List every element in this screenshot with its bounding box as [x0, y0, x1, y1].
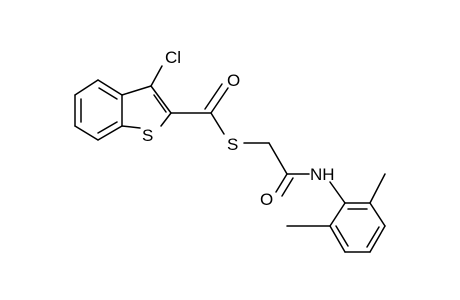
- bond: [160, 112, 172, 127]
- double-bond-inner: [153, 94, 167, 113]
- bond: [97, 125, 123, 141]
- bond: [329, 181, 346, 204]
- double-bond-inner: [98, 87, 118, 100]
- amide-double-bond: [281, 177, 294, 197]
- bond: [121, 125, 141, 129]
- bond: [369, 202, 386, 227]
- c-cl-bond: [150, 65, 163, 87]
- bond: [74, 79, 99, 96]
- bond: [121, 85, 152, 96]
- benzothiophene-thiophene-ring: [121, 85, 172, 129]
- amide-double-bond: [275, 173, 288, 193]
- dimethylphenyl-ring: [329, 202, 386, 253]
- double-bond-inner: [366, 226, 380, 248]
- thioester-sulfur-label: S: [227, 135, 238, 154]
- double-bond-inner: [97, 121, 118, 134]
- thioester-oxygen-label: O: [227, 71, 240, 90]
- double-bond-inner: [335, 225, 349, 247]
- carbonyl-double-bond: [210, 87, 229, 114]
- bond: [329, 202, 346, 227]
- methyl-bond-top: [369, 173, 386, 204]
- bond: [74, 125, 99, 141]
- bond: [329, 225, 346, 253]
- ring-sulfur-label: S: [142, 126, 153, 145]
- bond: [210, 112, 225, 135]
- bond: [369, 225, 386, 253]
- carbonyl-double-bond: [204, 83, 223, 110]
- chlorine-label: Cl: [165, 48, 181, 67]
- bond: [268, 142, 288, 175]
- amide-nitrogen-label: NH: [310, 165, 335, 184]
- bond: [97, 79, 123, 96]
- amide-oxygen-label: O: [260, 190, 273, 209]
- benzothiophene-benzene-ring: [74, 79, 123, 141]
- bond: [150, 85, 172, 114]
